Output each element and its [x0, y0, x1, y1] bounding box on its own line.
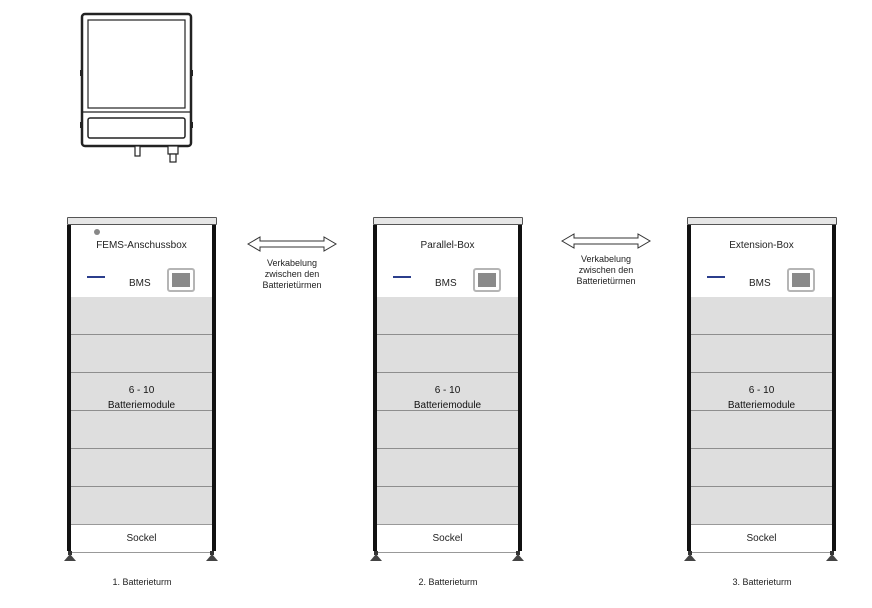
- battery-modules: 6 - 10 Batteriemodule: [691, 297, 832, 525]
- battery-module: [377, 335, 518, 373]
- cabling-label-1: Verkabelung zwischen den Batterietürmen: [262, 258, 322, 290]
- battery-tower-1: FEMS-Anschussbox BMS 6 - 10 Batteriemodu…: [64, 217, 218, 562]
- foot-icon: [64, 551, 76, 561]
- battery-module: [71, 449, 212, 487]
- tower-caption-3: 3. Batterieturm: [732, 577, 792, 587]
- tower-base: Sockel: [691, 524, 832, 553]
- bms-display-icon: [787, 268, 815, 292]
- battery-module: [71, 373, 212, 411]
- battery-module: [71, 297, 212, 335]
- battery-modules: 6 - 10 Batteriemodule: [71, 297, 212, 525]
- cabling-label-2: Verkabelung zwischen den Batterietürmen: [576, 254, 636, 286]
- tower-top-cap: [373, 217, 523, 225]
- bms-unit: BMS: [71, 259, 212, 298]
- tower-rail-left: [373, 225, 377, 551]
- foot-icon: [206, 551, 218, 561]
- modules-count: 6 - 10: [434, 385, 461, 396]
- bms-indicator-icon: [87, 276, 105, 278]
- tower-caption-1: 1. Batterieturm: [112, 577, 172, 587]
- modules-label: 6 - 10 Batteriemodule: [71, 383, 212, 413]
- tower-rail-right: [212, 225, 216, 551]
- foot-icon: [684, 551, 696, 561]
- tower-rail-right: [832, 225, 836, 551]
- extension-box: Extension-Box: [691, 225, 832, 260]
- fems-connection-box: FEMS-Anschussbox: [71, 225, 212, 260]
- modules-count: 6 - 10: [128, 385, 155, 396]
- bms-display-icon: [473, 268, 501, 292]
- battery-module: [377, 373, 518, 411]
- base-label: Sockel: [746, 533, 777, 544]
- bms-label: BMS: [749, 278, 771, 289]
- battery-tower-2: Parallel-Box BMS 6 - 10 Batteriemodule S…: [370, 217, 524, 562]
- battery-module: [377, 411, 518, 449]
- double-arrow-icon: [247, 236, 337, 252]
- modules-label: 6 - 10 Batteriemodule: [691, 383, 832, 413]
- battery-module: [71, 411, 212, 449]
- tower-top-cap: [67, 217, 217, 225]
- modules-count: 6 - 10: [748, 385, 775, 396]
- bms-label: BMS: [129, 278, 151, 289]
- battery-module: [691, 487, 832, 525]
- bms-unit: BMS: [691, 259, 832, 298]
- battery-modules: 6 - 10 Batteriemodule: [377, 297, 518, 525]
- battery-tower-3: Extension-Box BMS 6 - 10 Batteriemodule …: [684, 217, 838, 562]
- tower-top-cap: [687, 217, 837, 225]
- bms-display-icon: [167, 268, 195, 292]
- tower-rail-left: [687, 225, 691, 551]
- battery-module: [377, 487, 518, 525]
- box-label: Extension-Box: [729, 240, 794, 251]
- tower-rail-right: [518, 225, 522, 551]
- base-label: Sockel: [432, 533, 463, 544]
- box-label: Parallel-Box: [420, 240, 475, 251]
- bms-indicator-icon: [707, 276, 725, 278]
- foot-icon: [512, 551, 524, 561]
- box-label: FEMS-Anschussbox: [96, 240, 187, 251]
- battery-module: [377, 297, 518, 335]
- tower-base: Sockel: [377, 524, 518, 553]
- modules-name: Batteriemodule: [107, 400, 176, 411]
- double-arrow-icon: [561, 233, 651, 249]
- battery-module: [71, 487, 212, 525]
- battery-module: [377, 449, 518, 487]
- battery-module: [691, 297, 832, 335]
- foot-icon: [826, 551, 838, 561]
- tower-base: Sockel: [71, 524, 212, 553]
- battery-module: [691, 373, 832, 411]
- tower-rail-left: [67, 225, 71, 551]
- bms-unit: BMS: [377, 259, 518, 298]
- foot-icon: [370, 551, 382, 561]
- inverter-icon: [80, 12, 193, 163]
- modules-label: 6 - 10 Batteriemodule: [377, 383, 518, 413]
- tower-caption-2: 2. Batterieturm: [418, 577, 478, 587]
- status-led-icon: [94, 229, 100, 235]
- modules-name: Batteriemodule: [413, 400, 482, 411]
- base-label: Sockel: [126, 533, 157, 544]
- bms-indicator-icon: [393, 276, 411, 278]
- modules-name: Batteriemodule: [727, 400, 796, 411]
- battery-module: [691, 449, 832, 487]
- battery-module: [71, 335, 212, 373]
- battery-module: [691, 411, 832, 449]
- parallel-box: Parallel-Box: [377, 225, 518, 260]
- bms-label: BMS: [435, 278, 457, 289]
- battery-module: [691, 335, 832, 373]
